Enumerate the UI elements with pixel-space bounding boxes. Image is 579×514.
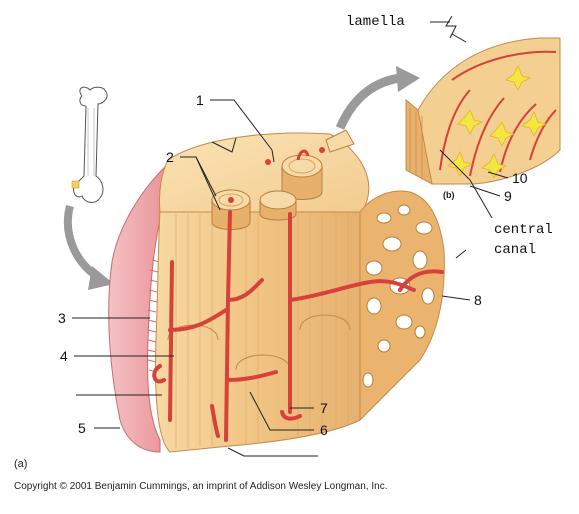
panel-b-label: (b) (443, 190, 455, 200)
panel-a-label: (a) (14, 458, 28, 470)
periosteum (108, 161, 177, 453)
label-8: 8 (474, 292, 482, 308)
label-9: 9 (504, 188, 512, 204)
osteon-cylinders (211, 129, 355, 230)
label-5: 5 (78, 420, 86, 436)
blood-vessels (152, 210, 444, 442)
leader-lines (72, 15, 509, 457)
inset-osteon-detail (405, 37, 561, 185)
label-2: 2 (166, 149, 174, 165)
label-4: 4 (60, 348, 68, 364)
zoom-arrow-right (335, 66, 420, 130)
label-3: 3 (58, 310, 66, 326)
label-central-canal-line2: canal (494, 242, 537, 258)
spongy-bone (359, 190, 445, 422)
label-1: 1 (196, 92, 204, 108)
label-lamella: lamella (346, 14, 405, 30)
label-10: 10 (512, 170, 528, 186)
label-6: 6 (320, 422, 328, 438)
compact-bone-block (155, 209, 361, 453)
zoom-arrow-left (63, 204, 114, 290)
copyright-notice: Copyright © 2001 Benjamin Cummings, an i… (14, 481, 388, 492)
label-7: 7 (320, 400, 328, 416)
femur-icon (71, 86, 108, 203)
label-central-canal-line1: central (494, 222, 553, 238)
